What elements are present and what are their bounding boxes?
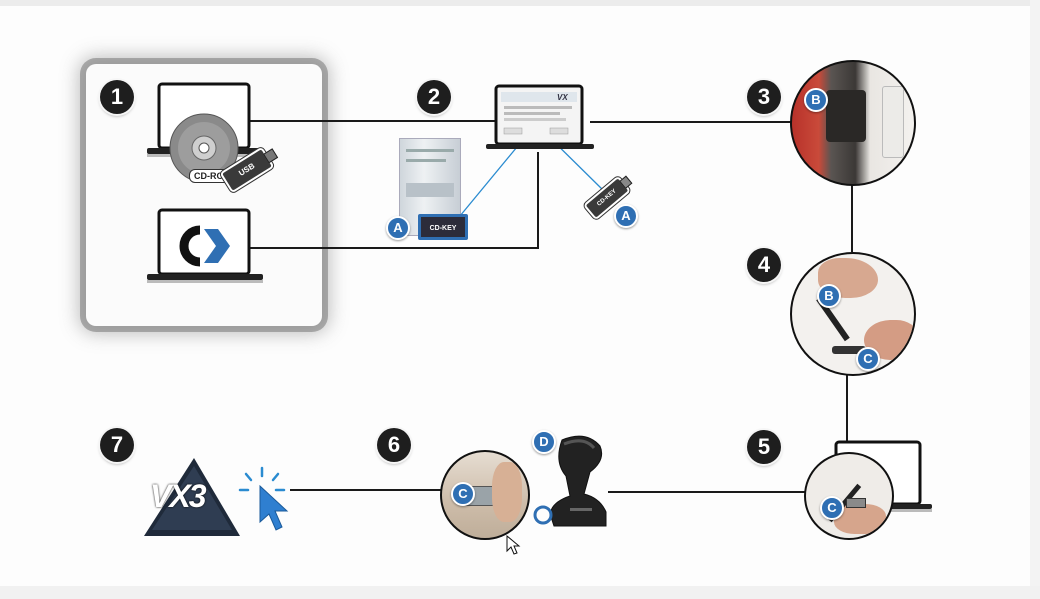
step-4-badge: 4 [747, 248, 781, 282]
screen-logo: VX [557, 93, 568, 102]
cable-connection-photo [790, 252, 916, 376]
vx3-logo-text: VX3 [150, 478, 207, 514]
marker-a-box: A [386, 216, 410, 240]
step-2-badge: 2 [417, 80, 451, 114]
line-creaform-to-laptop [250, 152, 539, 249]
scan-edge-bottom [0, 586, 1040, 599]
marker-b-step3: B [804, 88, 828, 112]
usb-plug-photo [804, 452, 894, 540]
scanner-icon [549, 435, 607, 527]
step-5-badge: 5 [747, 430, 781, 464]
marker-a-usb: A [614, 204, 638, 228]
mouse-pointer-icon [506, 535, 521, 555]
step-7-badge: 7 [100, 428, 134, 462]
vx3-logo-icon [144, 458, 240, 536]
power-plug-photo [790, 60, 916, 186]
cd-key-box: CD-KEY [418, 214, 468, 240]
scan-edge-right [1030, 0, 1040, 599]
cd-rom-icon [169, 113, 239, 183]
step-1-badge: 1 [100, 80, 134, 114]
marker-b-step4: B [817, 284, 841, 308]
scan-edge-top [0, 0, 1040, 6]
laptop-icon-creaform [147, 208, 263, 283]
laptop-icon-install [486, 84, 594, 149]
cursor-click-icon [238, 466, 289, 531]
marker-c-step5: C [820, 496, 844, 520]
step-3-badge: 3 [747, 80, 781, 114]
connector-ring [533, 505, 553, 525]
step-6-badge: 6 [377, 428, 411, 462]
marker-c-step4: C [856, 347, 880, 371]
marker-d-scanner: D [532, 430, 556, 454]
marker-c-step6: C [451, 482, 475, 506]
cd-key-box-label: CD-KEY [429, 225, 457, 232]
creaform-logo-icon [179, 225, 230, 267]
